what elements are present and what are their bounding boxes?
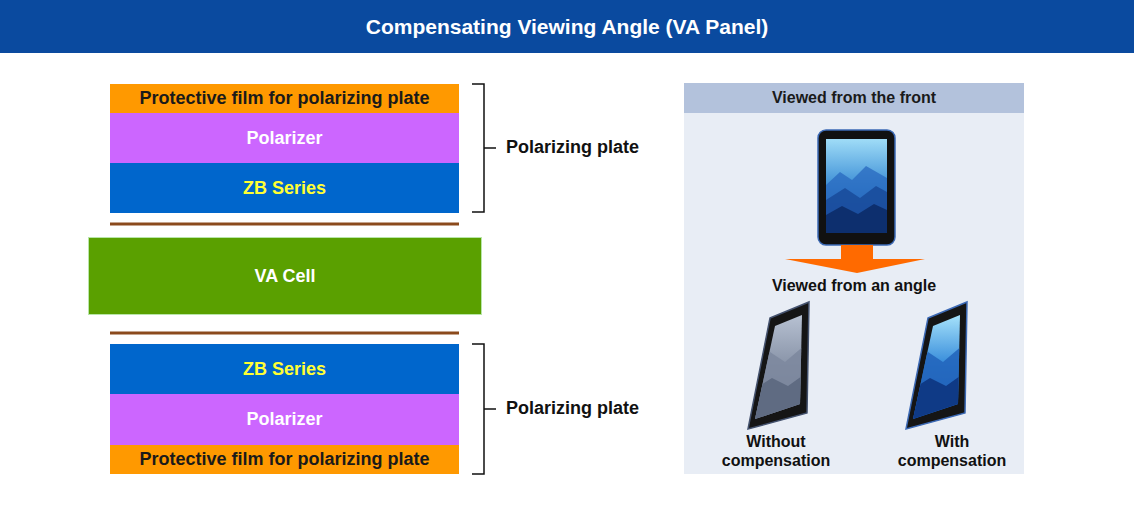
- panel-ground: [684, 83, 1024, 474]
- layer-label: ZB Series: [243, 359, 326, 380]
- bracket: [472, 344, 496, 474]
- down-arrow: [785, 245, 925, 273]
- phone-front: [818, 130, 895, 245]
- layer-label: VA Cell: [254, 266, 315, 287]
- view-caption: With compensation: [882, 432, 1022, 470]
- va-cell: VA Cell: [88, 237, 482, 315]
- layer-label: ZB Series: [243, 178, 326, 199]
- polarizer-layer: Polarizer: [110, 394, 459, 445]
- layer-label: Protective film for polarizing plate: [139, 449, 429, 470]
- protective-film-layer: Protective film for polarizing plate: [110, 84, 459, 113]
- polarizer-layer: Polarizer: [110, 113, 459, 163]
- bracket-label: Polarizing plate: [506, 399, 686, 418]
- separator-line: [110, 223, 459, 226]
- title-text: Compensating Viewing Angle (VA Panel): [366, 15, 769, 39]
- layer-label: Protective film for polarizing plate: [139, 88, 429, 109]
- phone-without-compensation: [748, 302, 809, 429]
- separator-line: [110, 332, 459, 335]
- phone-with-compensation: [906, 302, 967, 429]
- view-caption: Viewed from an angle: [744, 276, 964, 295]
- bracket: [472, 84, 496, 212]
- compensation-film-layer: ZB Series: [110, 344, 459, 394]
- view-caption: Without compensation: [706, 432, 846, 470]
- protective-film-layer: Protective film for polarizing plate: [110, 445, 459, 474]
- panel-header: Viewed from the front: [684, 83, 1024, 113]
- title-bar: Compensating Viewing Angle (VA Panel): [0, 0, 1134, 53]
- layer-label: Polarizer: [246, 409, 322, 430]
- compensation-film-layer: ZB Series: [110, 163, 459, 213]
- layer-label: Polarizer: [246, 128, 322, 149]
- bracket-label: Polarizing plate: [506, 138, 686, 157]
